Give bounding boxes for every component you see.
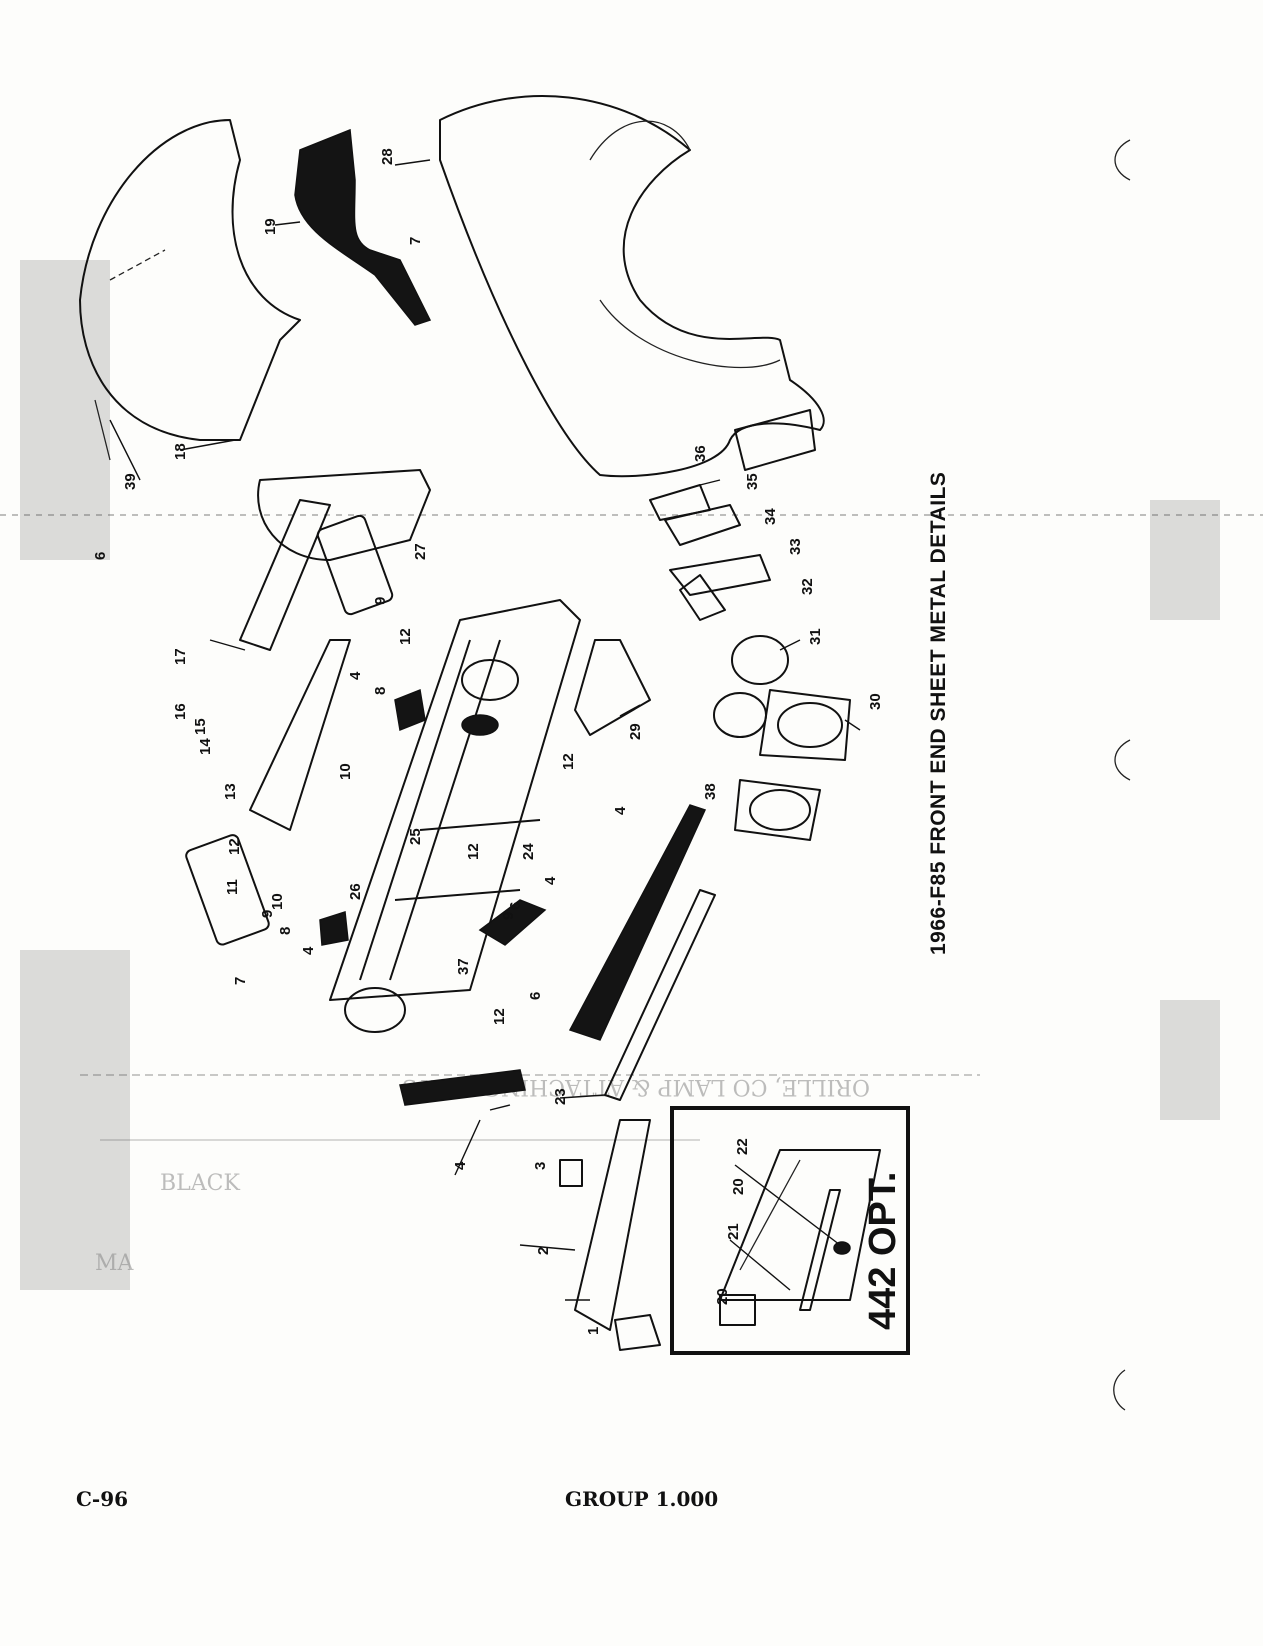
callout-20a: 20 (714, 1288, 731, 1305)
callout-24: 24 (520, 843, 537, 860)
wheelhouse-part-18 (79, 119, 301, 461)
bracket-part-9 (185, 834, 270, 946)
callout-6a: 6 (92, 552, 109, 560)
leader-lines (109, 159, 861, 1301)
callout-19: 19 (262, 218, 279, 235)
radiator-support-assembly (329, 599, 581, 1033)
block-part-8-lower (319, 911, 349, 946)
grille-part-38 (568, 804, 707, 1041)
callout-14: 14 (197, 738, 214, 755)
inset-parts (719, 1149, 881, 1326)
callout-4c: 4 (300, 946, 317, 955)
ghost-fragment-a: MA (95, 1251, 135, 1276)
baffle-part-13 (249, 639, 351, 831)
callout-12d: 12 (560, 753, 577, 770)
margin-mark-top (1114, 139, 1131, 181)
shroud-part-27 (257, 469, 431, 561)
plate-part-33 (669, 554, 771, 596)
callout-29: 29 (627, 723, 644, 740)
callout-4a: 4 (452, 1161, 469, 1170)
callout-31: 31 (807, 628, 824, 645)
callout-4d: 4 (542, 876, 559, 885)
callout-35: 35 (744, 473, 761, 490)
inset-442-option-box (670, 1106, 910, 1355)
inset-label: 442 OPT. (862, 1172, 904, 1330)
callout-17: 17 (172, 648, 189, 665)
callout-34: 34 (762, 508, 779, 525)
bracket-part-35 (649, 484, 711, 521)
callout-12b: 12 (226, 838, 243, 855)
clip-part-3 (559, 1159, 583, 1187)
callout-16: 16 (172, 703, 189, 720)
callout-30: 30 (867, 693, 884, 710)
scan-noise (0, 260, 1263, 1290)
bracket-part-9-upper (316, 514, 394, 616)
margin-mark-bottom (1113, 1369, 1126, 1411)
seal-part-19 (294, 128, 432, 326)
bar-part-2 (574, 1119, 651, 1331)
bracket-part-32 (679, 574, 726, 621)
callout-6b: 6 (507, 902, 524, 910)
callout-11: 11 (224, 879, 241, 895)
callout-13: 13 (222, 783, 239, 800)
fender-part-28 (439, 95, 825, 478)
callout-32: 32 (799, 578, 816, 595)
callout-37: 37 (455, 958, 472, 975)
trim-part-29 (574, 639, 651, 736)
inset-label-group: 442 OPT. (862, 1172, 904, 1330)
callout-6c: 6 (527, 992, 544, 1000)
callout-8b: 8 (277, 927, 294, 935)
callout-39: 39 (122, 473, 139, 490)
diagram-title-group: 1966-F85 FRONT END SHEET METAL DETAILS (927, 472, 950, 955)
pad-part-37 (478, 899, 547, 946)
callout-15: 15 (192, 718, 209, 735)
callout-38: 38 (702, 783, 719, 800)
margin-mark-middle (1114, 739, 1131, 781)
callout-9a: 9 (372, 597, 389, 605)
callout-12a: 12 (397, 628, 414, 645)
ghost-fragment-b: BLACK (160, 1171, 240, 1196)
group-label: GROUP 1.000 (565, 1487, 719, 1511)
headlamp-bezels-part-30 (734, 689, 851, 841)
callout-26: 26 (347, 883, 364, 900)
callout-2: 2 (535, 1247, 552, 1255)
callout-27: 27 (412, 543, 429, 560)
callout-4e: 4 (612, 806, 629, 815)
callout-3: 3 (532, 1162, 549, 1170)
callout-18: 18 (172, 443, 189, 460)
diagram-title: 1966-F85 FRONT END SHEET METAL DETAILS (927, 472, 950, 955)
callout-28: 28 (379, 148, 396, 165)
headlamp-housing-part-31 (713, 635, 789, 738)
callout-25: 25 (407, 828, 424, 845)
callout-33: 33 (787, 538, 804, 555)
callout-8a: 8 (372, 687, 389, 695)
end-cap-part-1 (614, 1314, 661, 1351)
callout-22: 22 (734, 1138, 751, 1155)
panel-part-17 (239, 499, 331, 651)
callout-20b: 20 (730, 1178, 747, 1195)
molding-part-23 (604, 889, 716, 1101)
callout-10b: 10 (269, 893, 286, 910)
callout-12c: 12 (465, 843, 482, 860)
callout-21: 21 (725, 1223, 742, 1240)
callout-10a: 10 (337, 763, 354, 780)
callouts: 1 2 3 4 4 4 4 4 6 6 6 7 7 8 8 9 9 9 10 1… (92, 148, 884, 1335)
callout-4b: 4 (347, 671, 364, 680)
callout-36: 36 (692, 445, 709, 462)
page-number: C-96 (76, 1487, 129, 1511)
callout-7b: 7 (407, 237, 424, 245)
callout-1: 1 (585, 1327, 602, 1335)
callout-7a: 7 (232, 977, 249, 985)
callout-9c: 9 (500, 912, 517, 920)
bracket-part-36 (734, 409, 816, 471)
callout-23: 23 (552, 1088, 569, 1105)
block-part-8 (394, 688, 426, 732)
callout-12e: 12 (491, 1008, 508, 1025)
lamp-part-4-lower (399, 1069, 526, 1106)
callout-9b: 9 (259, 910, 276, 918)
